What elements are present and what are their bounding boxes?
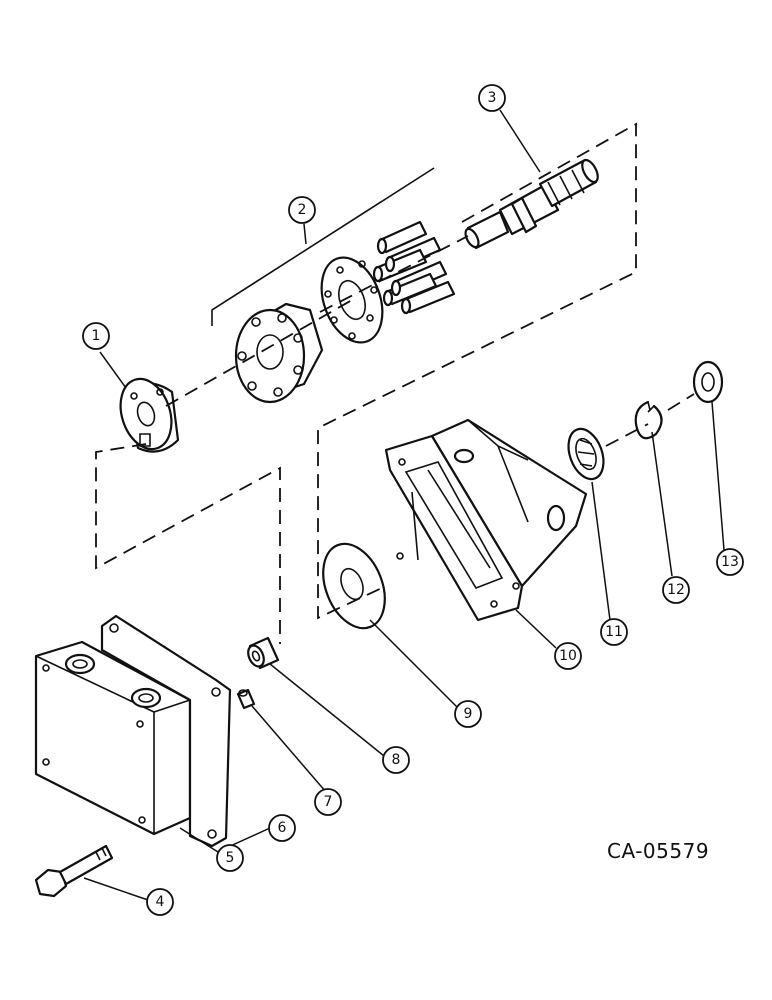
callout-12: 12: [662, 576, 690, 604]
svg-text:11: 11: [605, 624, 623, 640]
callout-2: 2: [288, 196, 316, 224]
svg-text:1: 1: [92, 328, 101, 344]
callout-5: 5: [216, 844, 244, 872]
part-bearing: [567, 427, 605, 481]
svg-text:7: 7: [324, 794, 333, 810]
callout-11: 11: [600, 618, 628, 646]
svg-text:8: 8: [392, 752, 401, 768]
svg-text:12: 12: [667, 582, 685, 598]
callout-10: 10: [554, 642, 582, 670]
part-snap-ring: [634, 400, 663, 440]
callout-4: 4: [146, 888, 174, 916]
svg-text:3: 3: [488, 90, 497, 106]
callout-1: 1: [82, 322, 110, 350]
callout-9: 9: [454, 700, 482, 728]
part-cylinder-block: [234, 302, 324, 404]
svg-text:9: 9: [464, 706, 473, 722]
part-needle-bearing: [247, 636, 280, 670]
svg-text:6: 6: [278, 820, 287, 836]
callout-13: 13: [716, 548, 744, 576]
part-swash-plate: [119, 377, 180, 453]
part-gasket: [100, 614, 232, 848]
leader-lines: [83, 109, 725, 901]
part-shim-washer: [322, 542, 386, 630]
svg-text:4: 4: [156, 894, 165, 910]
svg-text:10: 10: [559, 648, 577, 664]
callout-3: 3: [478, 84, 506, 112]
callout-6: 6: [268, 814, 296, 842]
figure-code: CA-05579: [607, 839, 709, 863]
assembly-lines: [95, 122, 695, 644]
part-drive-shaft: [464, 158, 599, 250]
svg-text:13: 13: [721, 554, 739, 570]
svg-text:5: 5: [226, 850, 235, 866]
part-end-cover: [34, 640, 192, 836]
part-pump-housing: [384, 418, 588, 622]
part-seal: [692, 360, 724, 404]
part-cap-screw: [34, 844, 114, 898]
group-bracket: [211, 167, 435, 326]
part-port-plate: [320, 256, 384, 344]
callout-8: 8: [382, 746, 410, 774]
callout-7: 7: [314, 788, 342, 816]
part-pistons: [372, 220, 456, 315]
part-dowel-pin: [236, 688, 256, 710]
svg-text:2: 2: [298, 202, 307, 218]
